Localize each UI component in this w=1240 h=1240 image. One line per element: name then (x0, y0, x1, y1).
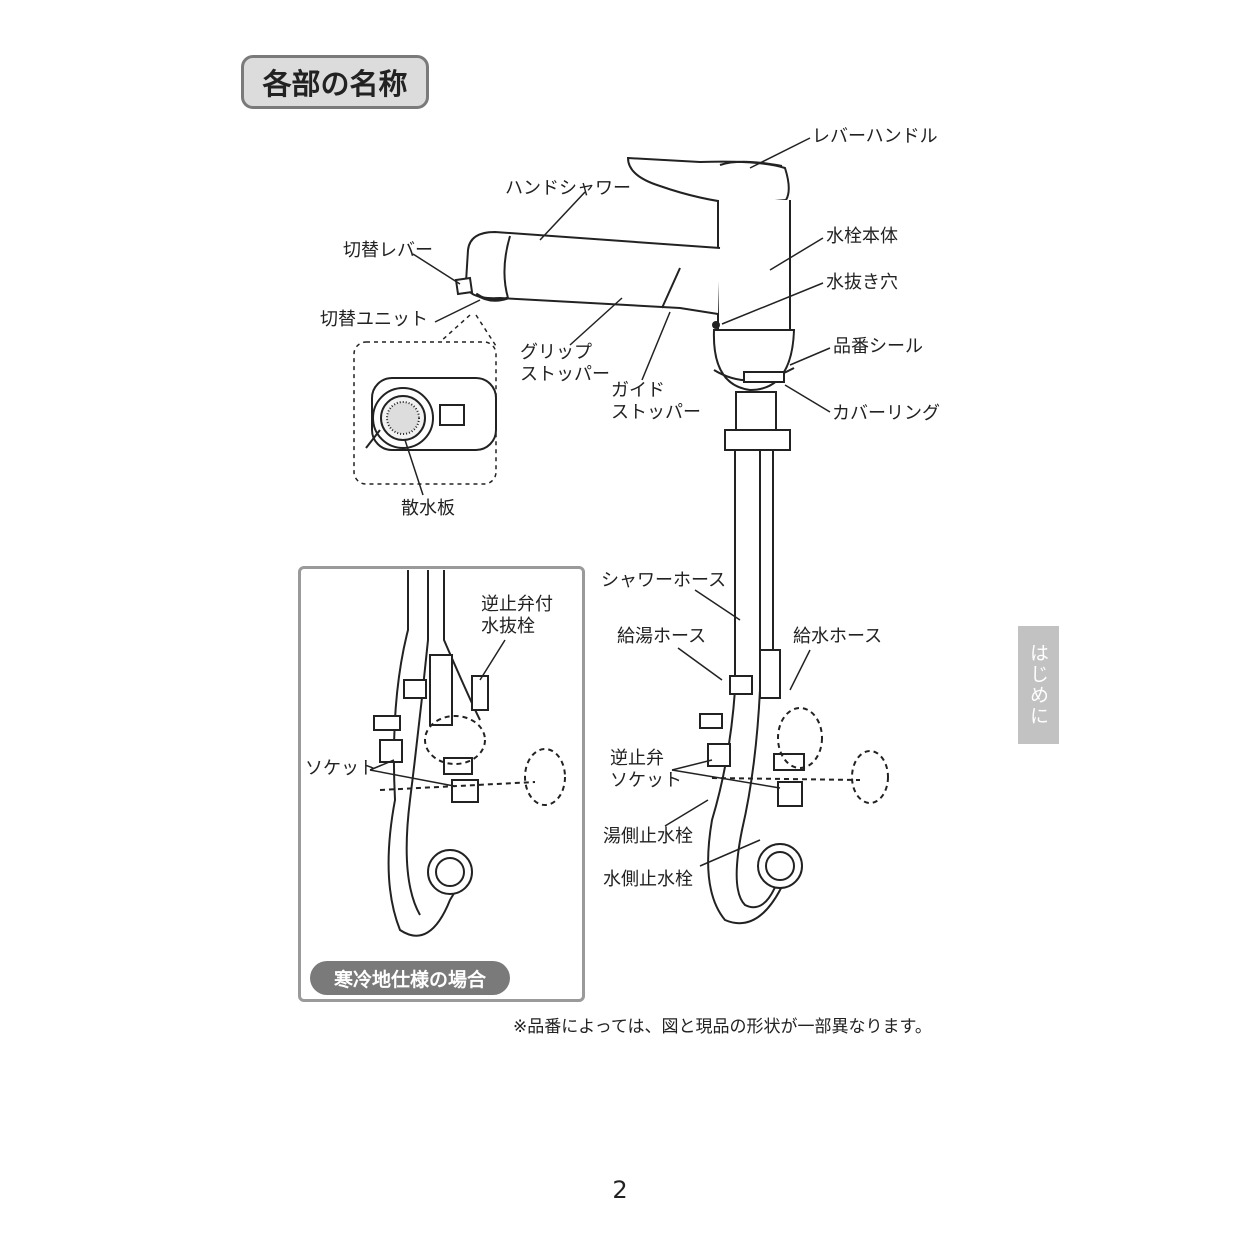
leader-lines-upper (412, 137, 831, 413)
section-title: 各部の名称 (241, 55, 429, 109)
label-check-valve-drain-plug: 逆止弁付 水抜栓 (481, 594, 553, 637)
label-socket: ソケット (305, 758, 377, 779)
cold-region-drawing (373, 570, 566, 937)
label-drain-hole: 水抜き穴 (826, 272, 898, 293)
hand-shower-drawing (454, 230, 721, 315)
label-shower-hose: シャワーホース (601, 570, 727, 591)
side-tab: はじめに (1018, 626, 1059, 744)
label-faucet-body: 水栓本体 (826, 226, 898, 247)
lever-handle-drawing (626, 156, 790, 206)
cold-region-inset-box (298, 566, 585, 1002)
label-hand-shower: ハンドシャワー (505, 178, 631, 199)
label-switch-lever: 切替レバー (343, 240, 433, 261)
label-spray-plate: 散水板 (401, 498, 455, 519)
label-grip-stopper: グリップ ストッパー (520, 342, 610, 385)
hoses-main (699, 391, 889, 925)
label-switch-unit: 切替ユニット (320, 309, 428, 330)
label-water-supply-hose: 給水ホース (793, 626, 883, 647)
cold-region-leaders (369, 639, 506, 787)
label-cover-ring: カバーリング (832, 403, 940, 424)
label-hot-side-stop-valve: 湯側止水栓 (603, 826, 693, 847)
label-water-side-stop-valve: 水側止水栓 (603, 869, 693, 890)
label-hot-water-hose: 給湯ホース (617, 626, 707, 647)
label-part-number-seal: 品番シール (833, 336, 923, 357)
spray-plate-detail (353, 314, 497, 496)
cold-region-caption: 寒冷地仕様の場合 (310, 961, 510, 995)
label-guide-stopper: ガイド ストッパー (611, 380, 701, 423)
note: ※品番によっては、図と現品の形状が一部異なります。 (513, 1017, 932, 1037)
label-check-valve-socket: 逆止弁 ソケット (610, 748, 682, 791)
label-lever-handle: レバーハンドル (812, 126, 938, 147)
page-number: 2 (612, 1176, 628, 1204)
leader-lines-lower (664, 589, 811, 867)
faucet-body-drawing (712, 200, 796, 392)
